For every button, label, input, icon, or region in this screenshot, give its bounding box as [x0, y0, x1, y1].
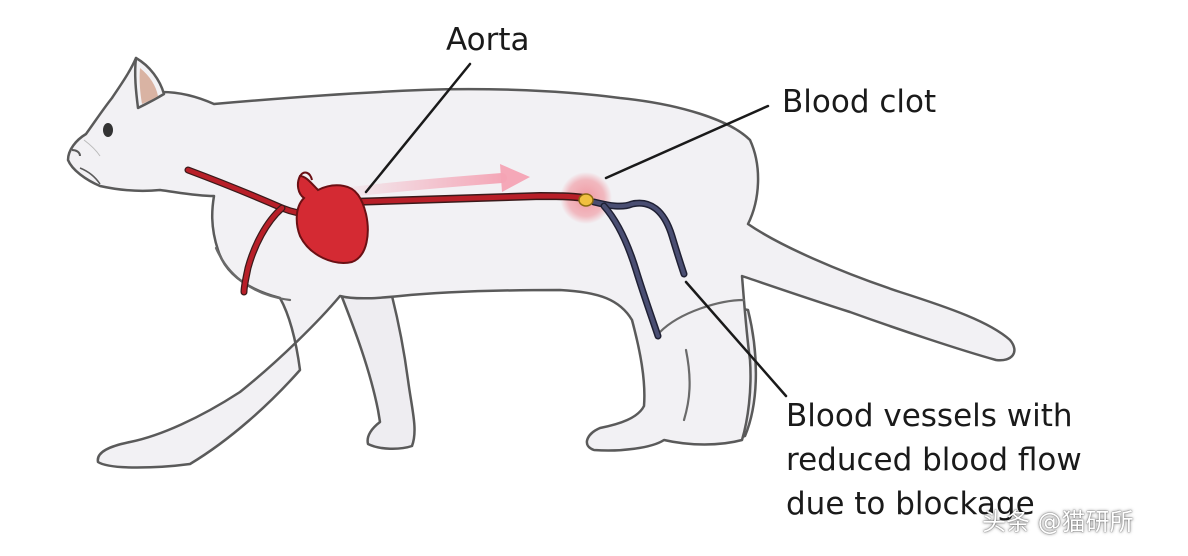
face-details — [71, 123, 113, 185]
blocked-vessels-label-line2: reduced blood flow — [786, 442, 1082, 478]
leader-lines — [364, 62, 788, 398]
blood-clot — [578, 193, 594, 207]
blocked-vessels-label-line3: due to blockage — [786, 486, 1035, 522]
blood-clot-label: Blood clot — [782, 84, 937, 120]
aorta-label: Aorta — [446, 22, 530, 58]
blocked-vessels-label: Blood vessels with reduced blood flow du… — [786, 394, 1082, 526]
blocked-vessels-label-line1: Blood vessels with — [786, 398, 1073, 434]
blocked-vessels — [590, 198, 688, 340]
ear — [133, 56, 166, 110]
heart — [295, 171, 369, 264]
watermark: 头条 @猫研所 — [982, 508, 1134, 536]
